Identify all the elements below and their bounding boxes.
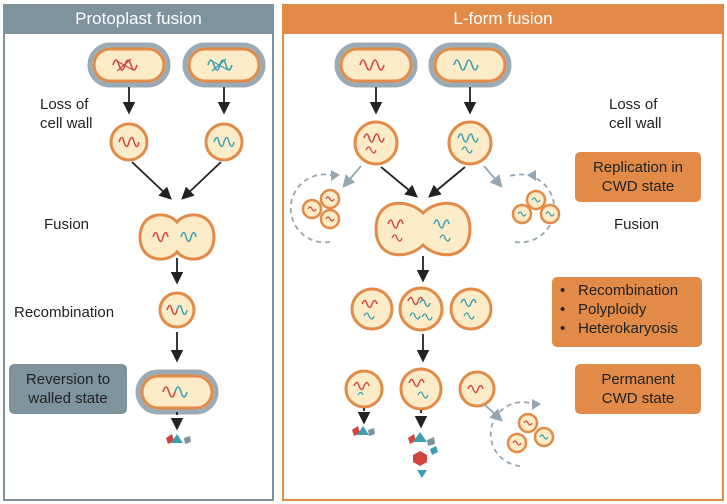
l-form-teal bbox=[447, 120, 493, 166]
left-fusion-label: Fusion bbox=[44, 216, 90, 233]
l-form-fusion-title: L-form fusion bbox=[282, 4, 724, 34]
secreted-products-right-2 bbox=[408, 432, 438, 478]
left-loss-line-2: cell wall bbox=[40, 115, 93, 132]
outcome-cell-heterokaryon bbox=[449, 287, 493, 331]
replication-line-1: Replication in bbox=[592, 159, 684, 176]
walled-cell-teal bbox=[182, 42, 266, 88]
outcome-recombination: Recombination bbox=[560, 281, 702, 300]
right-loss-line-1: Loss of bbox=[609, 96, 658, 113]
right-loss-line-2: cell wall bbox=[609, 115, 662, 132]
reversion-box: Reversion to walled state bbox=[9, 364, 127, 414]
recombined-protoplast bbox=[158, 291, 196, 329]
secreted-products-right-1 bbox=[352, 426, 375, 436]
right-loss-of-cell-wall-label: Loss of cell wall bbox=[609, 95, 662, 133]
outcomes-box: Recombination Polyploidy Heterokaryosis bbox=[552, 277, 702, 347]
final-cell-right bbox=[458, 370, 496, 408]
outcome-cell-polyploid bbox=[398, 286, 444, 332]
left-loss-line-1: Loss of bbox=[40, 96, 89, 113]
final-cell-center bbox=[399, 367, 443, 411]
l-form-red bbox=[353, 120, 399, 166]
replication-line-2: CWD state bbox=[601, 178, 675, 195]
outcome-cell-red bbox=[350, 287, 394, 331]
replication-box: Replication in CWD state bbox=[575, 152, 701, 202]
outcomes-list: Recombination Polyploidy Heterokaryosis bbox=[552, 281, 702, 338]
fused-l-form bbox=[374, 201, 472, 257]
right-fusion-label: Fusion bbox=[614, 216, 660, 233]
walled-cell-teal-right bbox=[428, 42, 512, 88]
permanent-cwd-box: Permanent CWD state bbox=[575, 364, 701, 414]
permanent-line-2: CWD state bbox=[601, 390, 675, 407]
replication-loop-bottom bbox=[489, 399, 555, 467]
left-loss-of-cell-wall-label: Loss of cell wall bbox=[40, 95, 93, 133]
reverted-walled-cell bbox=[135, 369, 219, 415]
protoplast-fusion-title: Protoplast fusion bbox=[3, 4, 274, 34]
outcome-heterokaryosis: Heterokaryosis bbox=[560, 319, 702, 338]
fused-protoplast bbox=[138, 213, 216, 261]
secreted-products-left bbox=[166, 434, 191, 444]
reversion-line-1: Reversion to bbox=[25, 371, 111, 388]
walled-cell-red bbox=[87, 42, 171, 88]
walled-cell-red-right bbox=[334, 42, 418, 88]
final-cell-left bbox=[344, 369, 384, 409]
protoplast-teal bbox=[204, 122, 244, 162]
permanent-line-1: Permanent bbox=[601, 371, 675, 388]
left-recombination-label: Recombination bbox=[14, 304, 115, 321]
replication-loop-right bbox=[509, 170, 561, 244]
replication-loop-left bbox=[289, 170, 341, 244]
outcome-polyploidy: Polyploidy bbox=[560, 300, 702, 319]
reversion-line-2: walled state bbox=[28, 390, 108, 407]
protoplast-red bbox=[109, 122, 149, 162]
